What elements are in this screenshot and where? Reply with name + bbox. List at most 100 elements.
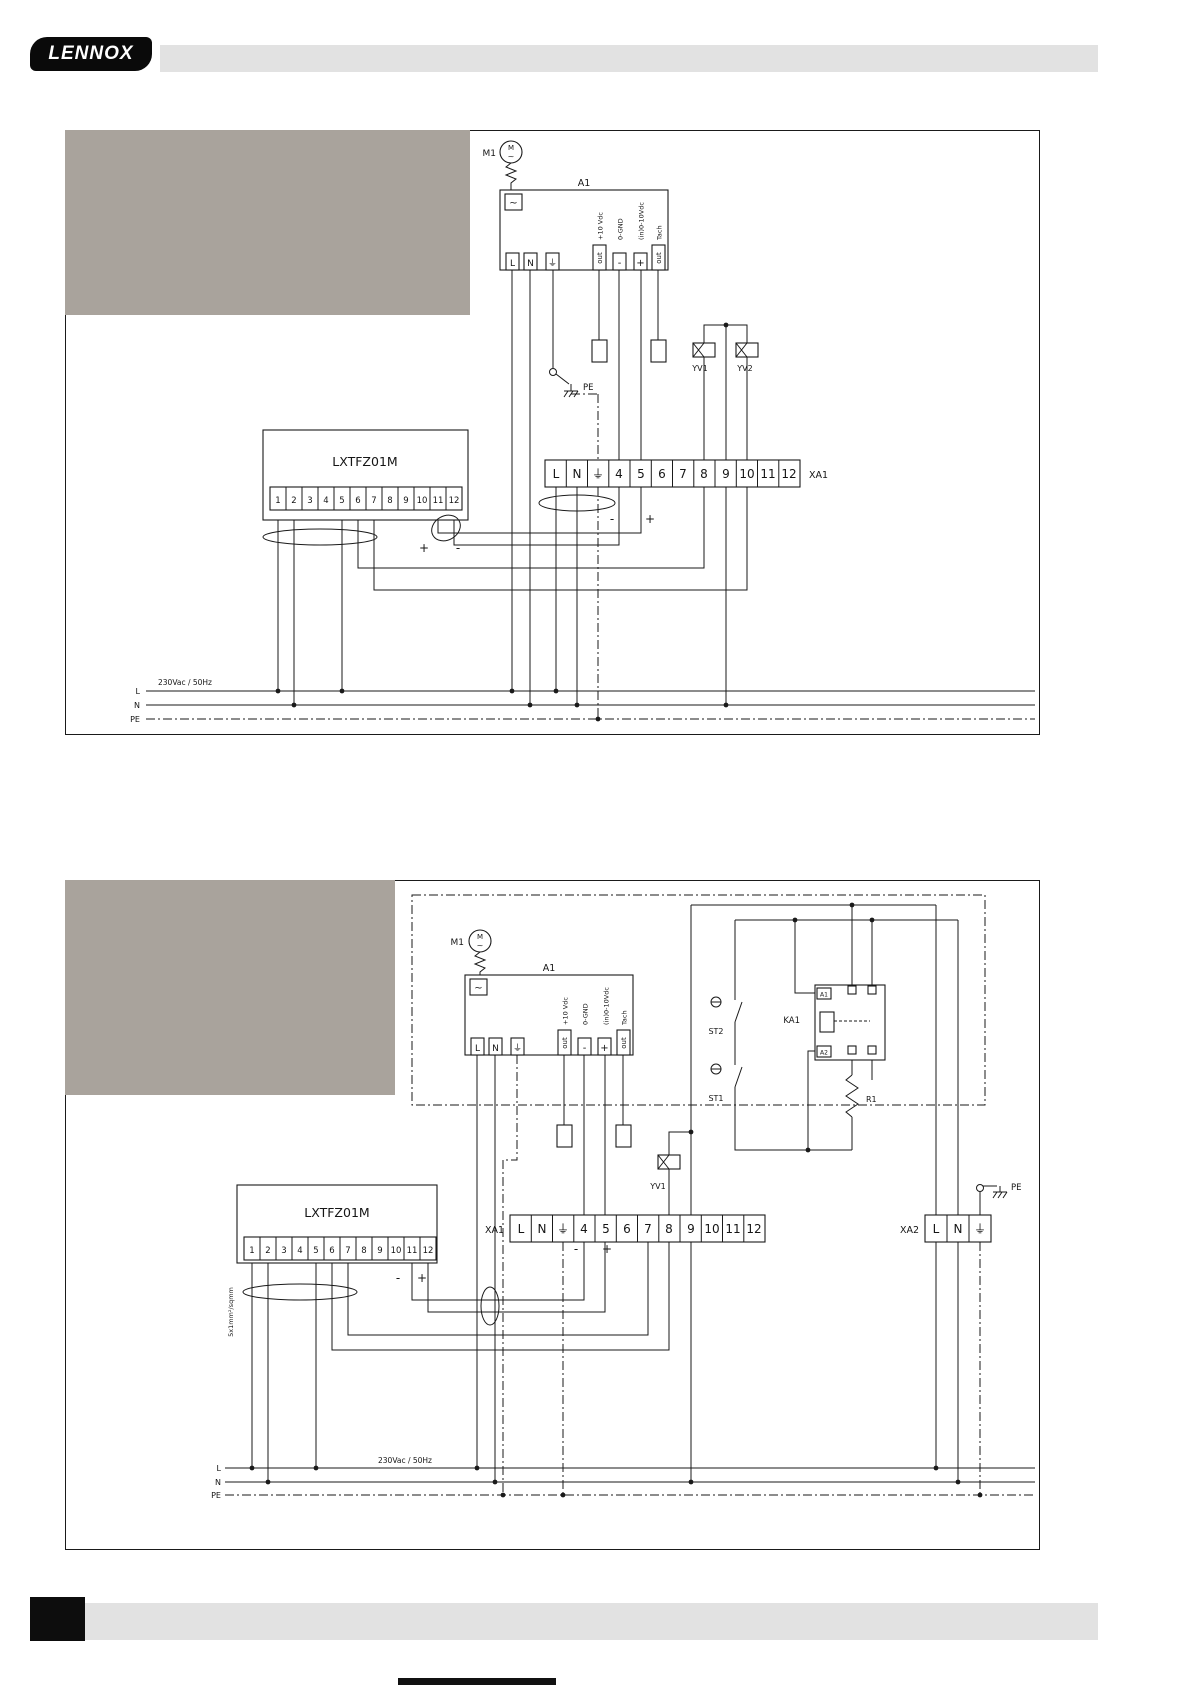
brand-text: LENNOX <box>48 43 134 64</box>
io-label-0-10vdc: (in)0-10Vdc <box>603 987 611 1025</box>
device-terminal-dividers <box>259 1237 421 1260</box>
device-pin: 11 <box>407 1246 418 1256</box>
cable-marker <box>262 528 378 546</box>
pe-label: PE <box>583 383 594 393</box>
pin-plus: + <box>636 258 644 269</box>
cable-marker <box>480 1286 500 1326</box>
device-pin: 11 <box>433 496 444 506</box>
xa1-cell: 9 <box>722 467 730 481</box>
diagram1-border <box>65 130 1040 735</box>
ac-symbol: ~ <box>509 198 517 209</box>
polarity-minus: - <box>396 1271 400 1285</box>
relay-coil <box>819 1011 835 1033</box>
valve-yv1-coil-icon <box>692 342 705 358</box>
pe-ground-icon <box>992 1186 1008 1199</box>
pin-minus: - <box>618 258 622 269</box>
device-pin: 1 <box>275 496 280 506</box>
device-pin: 1 <box>249 1246 254 1256</box>
contact-terminal <box>867 1045 877 1055</box>
pin-plus: + <box>600 1043 608 1054</box>
diagram1-redacted-area <box>65 130 470 315</box>
io-label-10vdc: +10 Vdc <box>562 997 570 1025</box>
polarity-plus: + <box>645 512 655 526</box>
io-label-tach: Tach <box>656 225 664 241</box>
xa2-dividers <box>946 1215 970 1242</box>
pin-minus-box <box>612 252 627 271</box>
device-pin: 7 <box>345 1246 350 1256</box>
valve-yv1-label: YV1 <box>691 364 707 373</box>
polarity-plus: + <box>417 1271 427 1285</box>
polarity-plus: + <box>602 1242 612 1256</box>
xa1-cell: L <box>553 467 560 481</box>
device-pin: 3 <box>307 496 312 506</box>
xa1-cell: L <box>518 1222 525 1236</box>
device-pin: 6 <box>355 496 360 506</box>
pin-gnd-box <box>545 252 560 271</box>
diagram2-border <box>65 880 1040 1550</box>
xa1-cell: 5 <box>637 467 645 481</box>
xa1-cell-gnd-icon: ⏚ <box>557 1222 569 1236</box>
device-pin: 5 <box>313 1246 318 1256</box>
pin-out1: out <box>561 1037 569 1049</box>
xa2-label: XA2 <box>900 1225 919 1236</box>
io-label-0gnd: 0-GND <box>582 1003 590 1025</box>
resistor-r1-symbol <box>845 1074 859 1118</box>
pin-l-box <box>470 1037 485 1056</box>
cable-spec: 5x1mm²/sqmm <box>227 1287 235 1337</box>
motor-letter: M <box>477 933 483 941</box>
xa1-c ell: 6 <box>658 467 666 481</box>
device-pin: 3 <box>281 1246 286 1256</box>
pin-l-box <box>505 252 520 271</box>
controller-label: A1 <box>543 963 556 974</box>
device-pin: 10 <box>391 1246 402 1256</box>
device-pin: 12 <box>449 496 460 506</box>
diagram2-redacted-area <box>65 880 395 1095</box>
device-pin: 9 <box>403 496 408 506</box>
io-label-0gnd: 0-GND <box>617 218 625 240</box>
xa1-cell: 11 <box>760 467 775 481</box>
pe-ground-icon <box>563 384 579 398</box>
xa1-cell: 9 <box>687 1222 695 1236</box>
xa1-dividers <box>530 1215 745 1242</box>
junction-dots <box>275 322 729 722</box>
pe-junction <box>976 1184 984 1192</box>
relay-a1-terminal <box>816 987 832 1000</box>
xa1-cell: N <box>573 467 582 481</box>
xa1-cell: N <box>538 1222 547 1236</box>
xa2-cell: L <box>933 1222 940 1236</box>
lennox-logo: LENNOX <box>30 37 152 71</box>
valve-yv1-coil-icon <box>657 1154 670 1170</box>
device-pin: 7 <box>371 496 376 506</box>
pin-plus-box <box>633 252 648 271</box>
pin-out2: out <box>655 252 663 264</box>
xa1-cell: 4 <box>580 1222 588 1236</box>
pin-l: L <box>510 259 515 269</box>
contact-terminal <box>867 985 877 995</box>
contact-terminal <box>847 985 857 995</box>
footer-rule <box>85 1603 1098 1640</box>
motor-lead-coil <box>504 162 518 190</box>
bus-n: N <box>215 1478 221 1487</box>
xa1-dividers <box>565 460 780 487</box>
xa2-cell-gnd-icon: ⏚ <box>974 1222 986 1236</box>
bus-n: N <box>134 701 140 710</box>
bus-l: L <box>217 1464 222 1473</box>
ac-symbol: ~ <box>474 983 482 994</box>
device-label: LXTFZ01M <box>332 454 397 469</box>
valve-yv2-symbol <box>735 342 759 358</box>
pin-gnd-box <box>510 1037 525 1056</box>
pin-n-box <box>523 252 538 271</box>
pin-minus-box <box>577 1037 592 1056</box>
pin-out1-box <box>592 244 607 271</box>
xa1-cell: 10 <box>739 467 754 481</box>
controller-label: A1 <box>578 178 591 189</box>
xa1-label: XA1 <box>809 470 828 481</box>
motor-ac-icon: ~ <box>477 941 484 950</box>
pin-n: N <box>492 1044 499 1054</box>
footer-page-block <box>30 1597 85 1641</box>
xa2-cell: N <box>954 1222 963 1236</box>
pin-minus: - <box>583 1043 587 1054</box>
pin-n: N <box>527 259 534 269</box>
pin-gnd-icon: ⏚ <box>513 1043 522 1054</box>
